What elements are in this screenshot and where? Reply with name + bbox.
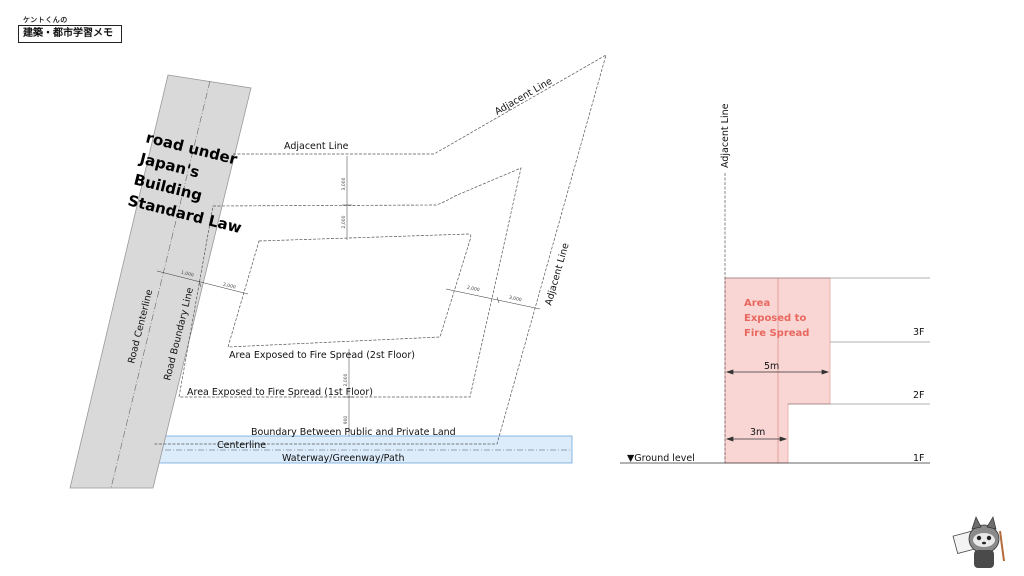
fire-area-1st-floor-outline — [178, 167, 522, 398]
adjacent-line-diag-label: Adjacent Line — [493, 76, 554, 118]
fire-area-1st-floor-label: Area Exposed to Fire Spread (1st Floor) — [187, 387, 373, 398]
section-area-label-1: Area — [744, 298, 770, 309]
fire-area-2nd-floor-outline — [227, 233, 472, 348]
dim-left-inner: 2,000 — [222, 282, 236, 291]
adjacent-line-top-label: Adjacent Line — [284, 141, 349, 152]
dim-top-outer: 3,000 — [341, 177, 347, 190]
floor-2f-label: 2F — [913, 390, 925, 401]
road-band — [69, 74, 252, 489]
dimension-lines — [156, 156, 541, 436]
dim-bottom-outer: 900 — [343, 416, 349, 425]
section-adjacent-line-label: Adjacent Line — [720, 103, 731, 168]
boundary-public-private-label: Boundary Between Public and Private Land — [251, 427, 456, 438]
adjacent-line-right-label: Adjacent Line — [543, 242, 571, 307]
road-centerline-line — [110, 80, 211, 489]
dim-3m-label: 3m — [750, 427, 765, 438]
section-dimensions — [725, 369, 830, 442]
dim-top-inner: 2,000 — [341, 215, 347, 228]
section-area-label-3: Fire Spread — [744, 328, 809, 339]
section-area-label-2: Exposed to — [744, 313, 806, 324]
ground-level-label: ▼Ground level — [627, 453, 695, 464]
dim-right-outer: 3,000 — [508, 295, 522, 304]
fire-area-2nd-floor-label: Area Exposed to Fire Spread (2st Floor) — [229, 350, 415, 361]
dim-right-inner: 2,000 — [466, 285, 480, 294]
dim-bottom-inner: 2,000 — [343, 373, 349, 386]
brand-small-text: ケントくんの — [23, 16, 68, 24]
waterway-centerline-label: Centerline — [217, 440, 266, 451]
floor-3f-label: 3F — [913, 327, 925, 338]
waterway-label: Waterway/Greenway/Path — [282, 453, 405, 464]
dim-5m-label: 5m — [764, 361, 779, 372]
brand-title: 建築・都市学習メモ — [18, 25, 122, 43]
floor-1f-label: 1F — [913, 453, 925, 464]
raccoon-mascot — [952, 516, 1005, 568]
dim-left-outer: 1,000 — [180, 270, 194, 279]
